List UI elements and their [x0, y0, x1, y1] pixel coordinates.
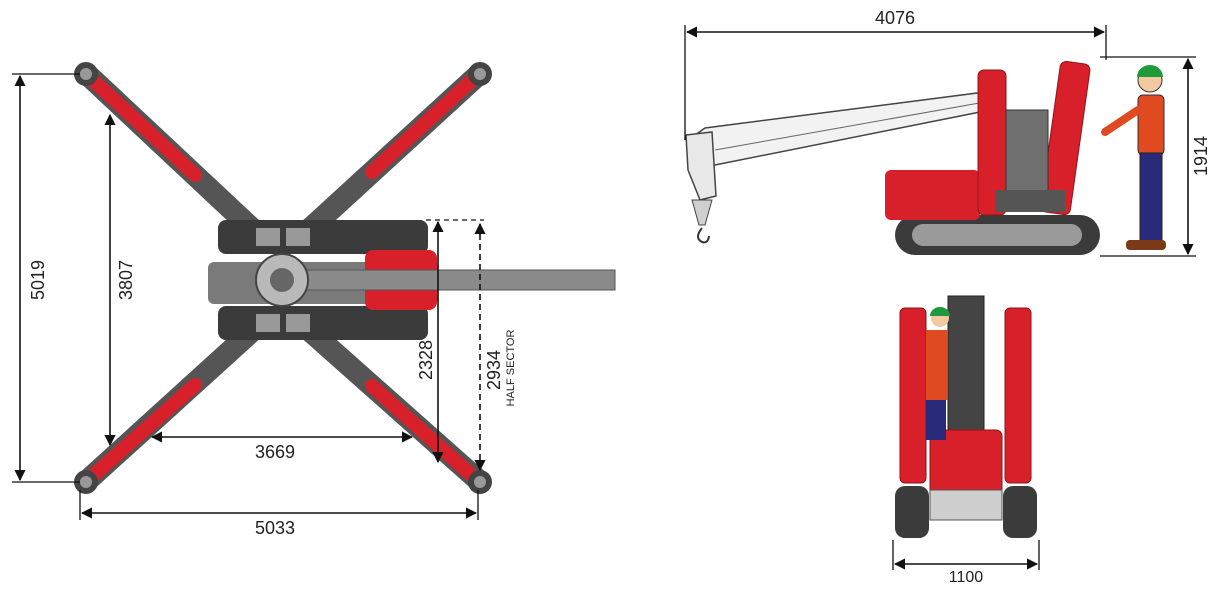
- top-view: 5019 3807 2328 2934 HALF SECTOR 3669: [12, 62, 616, 538]
- outrigger-rear-right: [289, 311, 492, 494]
- dim-inner-spread-label: 3669: [255, 442, 295, 462]
- front-view: 1100: [892, 295, 1040, 586]
- worker-side: [1101, 65, 1166, 250]
- front-outrigger-left: [899, 307, 927, 484]
- dim-total-spread-label: 5033: [255, 518, 295, 538]
- boom-top: [299, 269, 616, 291]
- outrigger-front-left: [74, 62, 273, 249]
- track-top: [218, 220, 428, 254]
- outrigger-rear-left: [74, 311, 273, 494]
- dim-boom-length: 4076: [684, 8, 1107, 140]
- dim-half-sector-label: 2934: [484, 350, 504, 390]
- front-helmet-icon: [930, 307, 950, 316]
- dim-width: 1100: [892, 540, 1040, 586]
- dim-width-label: 1100: [949, 569, 984, 584]
- dim-boom-length-label: 4076: [875, 8, 915, 28]
- front-outrigger-right: [1004, 307, 1032, 484]
- outrigger-front-right: [289, 62, 492, 249]
- dim-height-label: 1914: [1191, 136, 1211, 176]
- front-track-left: [895, 486, 929, 538]
- dim-inner-length-label: 3807: [116, 260, 136, 300]
- dim-total-length-label: 5019: [28, 260, 48, 300]
- front-track-right: [1003, 486, 1037, 538]
- dim-total-length: 5019: [12, 73, 80, 483]
- dim-half-sector: 2934 HALF SECTOR: [426, 219, 517, 472]
- dim-total-spread: 5033: [79, 490, 479, 538]
- helmet-icon: [1137, 65, 1163, 77]
- side-boom: [687, 91, 991, 169]
- side-outrigger-right: [1040, 60, 1091, 216]
- track-bottom: [218, 306, 428, 340]
- side-view: 4076 1914: [684, 8, 1211, 257]
- front-mast: [947, 295, 985, 437]
- dim-half-sector-note: HALF SECTOR: [505, 330, 517, 407]
- hook-icon: [697, 227, 710, 244]
- dim-inner-length: 3807: [104, 113, 136, 447]
- side-engine: [885, 170, 980, 220]
- dim-half-width-label: 2328: [416, 340, 436, 380]
- dim-half-width: 2328: [416, 220, 444, 464]
- boom-tip: [685, 131, 717, 201]
- dim-height: 1914: [1100, 56, 1211, 257]
- dim-inner-spread: 3669: [150, 431, 414, 462]
- side-mast: [1005, 109, 1049, 206]
